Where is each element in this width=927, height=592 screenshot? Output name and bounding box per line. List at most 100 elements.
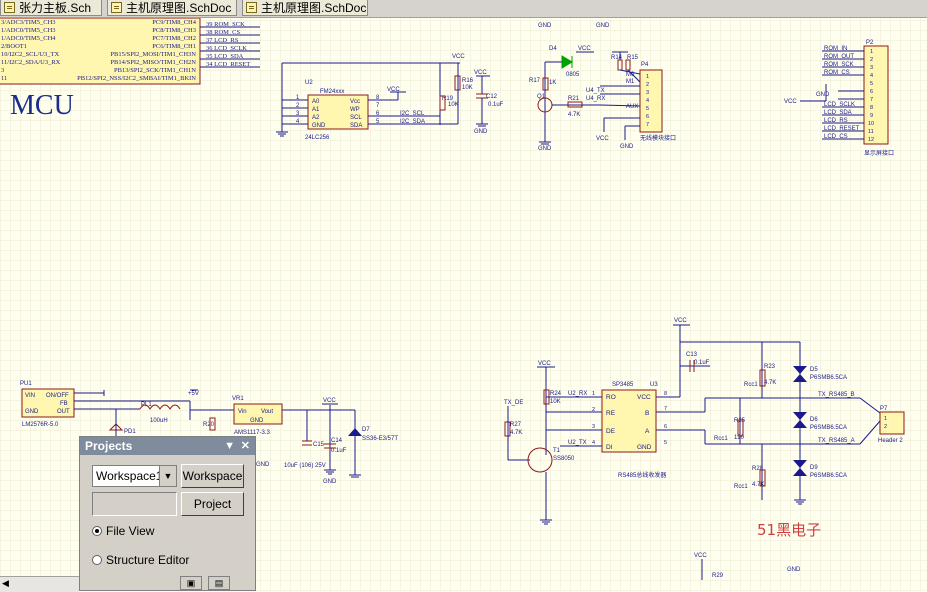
svg-text:VCC: VCC bbox=[784, 99, 797, 105]
svg-text:4.7K: 4.7K bbox=[764, 380, 776, 386]
svg-text:R24: R24 bbox=[550, 391, 562, 397]
mcu-left-pin: 1/ADC0/TIM5_CH4 bbox=[1, 35, 56, 42]
svg-text:C15: C15 bbox=[313, 442, 325, 448]
pin-label: A0 bbox=[312, 99, 320, 105]
svg-text:12: 12 bbox=[868, 137, 874, 143]
project-tool-icon[interactable]: ▣ bbox=[180, 576, 202, 590]
mcu-right-pin: PC7/TIM8_CH2 bbox=[152, 35, 196, 42]
tab-zhangli-mainboard[interactable]: 张力主板.Sch bbox=[0, 0, 102, 16]
svg-text:10: 10 bbox=[868, 121, 874, 127]
project-button[interactable]: Project bbox=[181, 492, 244, 516]
svg-text:U3: U3 bbox=[650, 382, 658, 388]
mcu-left-pin: 3 bbox=[1, 67, 4, 74]
scroll-left-icon[interactable]: ◀ bbox=[2, 578, 9, 588]
tab-label: 主机原理图.SchDoc bbox=[126, 1, 232, 15]
svg-text:VCC: VCC bbox=[538, 361, 551, 367]
svg-text:A: A bbox=[645, 428, 650, 435]
svg-text:GND: GND bbox=[596, 23, 610, 29]
mcu-right-pin: PC6/TIM8_CH1 bbox=[152, 43, 196, 50]
svg-text:0.1uF: 0.1uF bbox=[694, 360, 710, 366]
svg-text:11: 11 bbox=[868, 129, 874, 135]
svg-text:Q1: Q1 bbox=[537, 94, 546, 100]
svg-text:P7: P7 bbox=[880, 406, 888, 412]
mcu-right-pin: PB14/SPI2_MISO/TIM1_CH2N bbox=[110, 59, 196, 66]
svg-text:5: 5 bbox=[664, 440, 667, 446]
pin-label: Vcc bbox=[350, 99, 360, 105]
mcu-right-pin: PB15/SPI2_MOSI/TIM1_CH3N bbox=[110, 51, 196, 58]
tab-label: 张力主板.Sch bbox=[19, 1, 92, 15]
mcu-right-pin: PC9/TIM8_CH4 bbox=[152, 19, 196, 26]
radio-selected-icon bbox=[92, 526, 102, 536]
svg-text:8: 8 bbox=[870, 105, 873, 111]
pin-num: 3 bbox=[296, 111, 300, 117]
doc-options-icon[interactable]: ▤ bbox=[208, 576, 230, 590]
projects-panel[interactable]: Projects ▼ ✕ Workspace1 ▼ Workspace Proj… bbox=[79, 436, 256, 591]
tab-host-schematic-1[interactable]: 主机原理图.SchDoc bbox=[107, 0, 237, 16]
svg-text:GND: GND bbox=[256, 462, 270, 468]
power-supply-section[interactable]: PU1 VIN ON/OFF FB GND OUT LM2576R-5.0 PL… bbox=[20, 381, 398, 485]
svg-text:10K: 10K bbox=[462, 85, 473, 91]
workspace-select[interactable]: Workspace1 ▼ bbox=[92, 465, 177, 487]
credit-watermark: 51黑电子 bbox=[757, 521, 822, 539]
svg-text:DE: DE bbox=[606, 428, 616, 435]
mcu-left-pin: 1/ADC0/TIM5_CH3 bbox=[1, 27, 56, 34]
svg-text:LM2576R-5.0: LM2576R-5.0 bbox=[22, 422, 59, 428]
net-label: 38 ROM_CS bbox=[206, 29, 241, 36]
chevron-down-icon[interactable]: ▼ bbox=[159, 466, 176, 486]
radio-file-view[interactable]: File View bbox=[92, 524, 154, 538]
projects-panel-header: Projects ▼ ✕ bbox=[80, 437, 255, 455]
mcu-left-pin: 2/BOOT1 bbox=[1, 43, 27, 50]
svg-text:5: 5 bbox=[870, 81, 873, 87]
svg-text:3: 3 bbox=[870, 65, 873, 71]
panel-menu-icon[interactable]: ▼ bbox=[224, 440, 235, 452]
svg-text:Rcc1: Rcc1 bbox=[734, 484, 748, 490]
eeprom-ref: U2 bbox=[305, 80, 313, 86]
svg-text:AMS1117-3.3: AMS1117-3.3 bbox=[234, 430, 270, 436]
svg-text:PL1: PL1 bbox=[141, 402, 152, 408]
svg-text:R17: R17 bbox=[529, 78, 541, 84]
pin-num: 7 bbox=[376, 103, 380, 109]
svg-text:M0: M0 bbox=[626, 72, 635, 78]
radio-label: File View bbox=[106, 524, 155, 538]
horizontal-scrollbar[interactable]: ◀ bbox=[0, 576, 79, 592]
pin-num: 5 bbox=[376, 119, 380, 125]
svg-text:U2_TX: U2_TX bbox=[568, 440, 587, 446]
svg-text:Vout: Vout bbox=[261, 409, 273, 415]
close-icon[interactable]: ✕ bbox=[240, 440, 250, 452]
tab-host-schematic-2[interactable]: 主机原理图.SchDoc bbox=[242, 0, 368, 16]
svg-text:3: 3 bbox=[592, 424, 595, 430]
svg-text:Rcc1: Rcc1 bbox=[714, 436, 728, 442]
mcu-component[interactable]: 3/ADC3/TIM5_CH3 1/ADC0/TIM5_CH3 1/ADC0/T… bbox=[0, 18, 260, 85]
radio-structure-editor[interactable]: Structure Editor bbox=[92, 553, 189, 567]
vcc-label: VCC bbox=[452, 54, 465, 60]
svg-text:LCD_RS: LCD_RS bbox=[824, 118, 848, 124]
svg-text:1: 1 bbox=[646, 74, 649, 80]
net-label: 34 LCD_RESET bbox=[206, 61, 250, 68]
net-label: 39 ROM_SCK bbox=[206, 21, 245, 28]
svg-text:GND: GND bbox=[620, 144, 634, 150]
workspace-button[interactable]: Workspace bbox=[181, 464, 244, 488]
schematic-doc-icon bbox=[4, 2, 15, 13]
svg-text:R21: R21 bbox=[568, 96, 580, 102]
svg-text:7: 7 bbox=[664, 406, 667, 412]
svg-text:8: 8 bbox=[664, 391, 667, 397]
inductor-pl1-icon bbox=[139, 404, 181, 410]
gnd-symbol bbox=[276, 131, 288, 137]
svg-text:10K: 10K bbox=[448, 102, 459, 108]
svg-text:ROM_OUT: ROM_OUT bbox=[824, 54, 854, 60]
connector-p7 bbox=[879, 411, 905, 435]
schematic-doc-icon bbox=[246, 2, 257, 13]
svg-text:R20: R20 bbox=[203, 422, 215, 428]
svg-text:ROM_SCK: ROM_SCK bbox=[824, 62, 854, 68]
svg-text:C14: C14 bbox=[331, 438, 343, 444]
svg-text:2: 2 bbox=[870, 57, 873, 63]
vcc-label: VCC bbox=[387, 87, 400, 93]
svg-text:100uH: 100uH bbox=[150, 418, 168, 424]
svg-text:TX_RS485_B: TX_RS485_B bbox=[818, 392, 855, 398]
svg-text:U4_RX: U4_RX bbox=[586, 96, 605, 102]
eeprom-u2[interactable]: U2 FM24xxx A0 A1 A2 GND Vcc WP SCL SDA 1… bbox=[276, 54, 504, 141]
pin-label: SCL bbox=[350, 115, 362, 121]
